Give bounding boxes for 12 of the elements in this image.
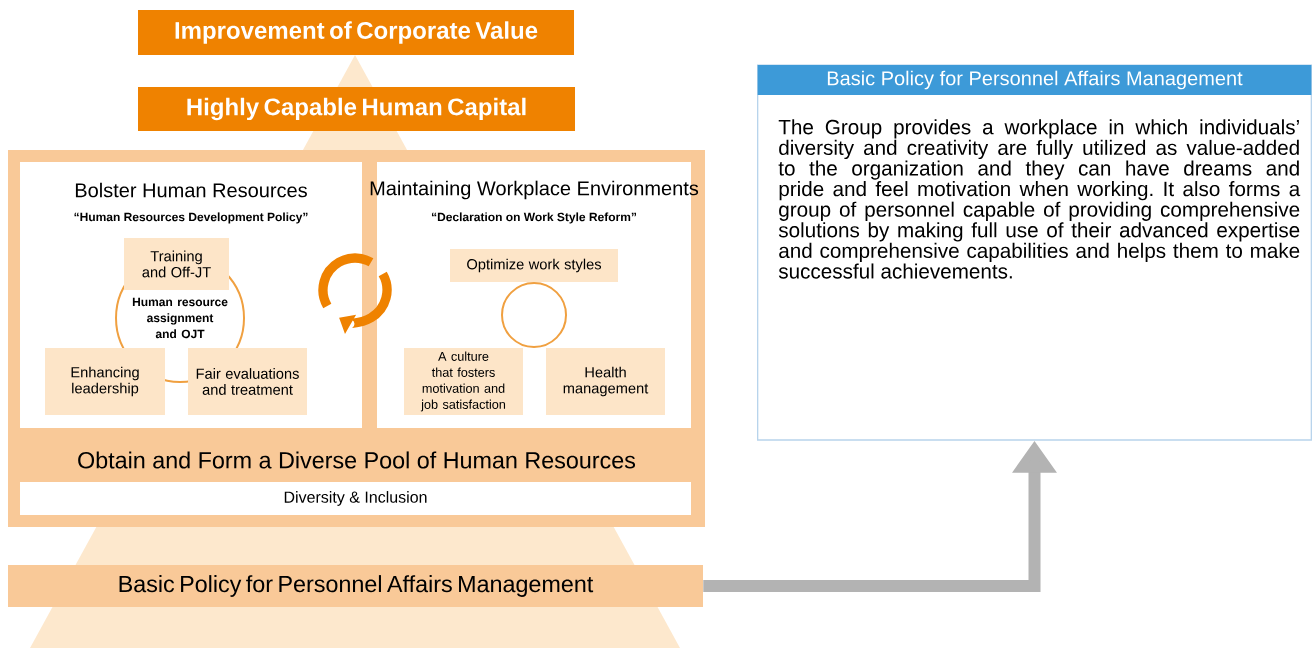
measure-box: Training and Off-JT (124, 238, 229, 290)
capital-banner: Highly Capable Human Capital (138, 87, 575, 131)
ring-circle (501, 282, 567, 348)
value-banner: Improvement of Corporate Value (138, 10, 574, 55)
measure-box: Health management (546, 348, 665, 415)
measure-box: Optimize work styles (450, 249, 618, 282)
policy-banner: Basic Policy for Personnel Affairs Management (8, 565, 703, 607)
policy-card: Basic Policy for Personnel Affairs Management The Group provides a workplace in which individuals’ diversity and creativity are fully utilized as value-added to the organization and they can have dreams and pride and feel motivation when working. It also forms a group of personnel capable of providing comprehensive solutions by making full use of their advanced expertise and comprehensive capabilities and helps them to make successful achievements. (757, 64, 1312, 441)
diversity-bar: Diversity & Inclusion (20, 482, 691, 515)
measure-box: A culture that fosters motivation and job satisfaction (404, 348, 523, 415)
measure-box: Fair evaluations and treatment (188, 348, 307, 415)
measure-box: Enhancing leadership (45, 348, 165, 415)
